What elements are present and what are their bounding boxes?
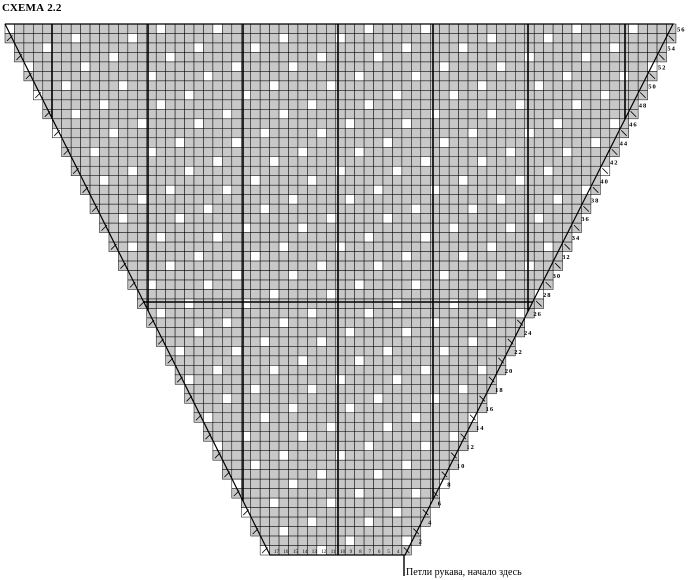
row-label: 18 [495,387,504,394]
row-label: 26 [533,311,542,318]
decrease-mark-right [620,130,627,137]
stitch-label: 4 [397,550,400,555]
row-label: 32 [562,254,571,261]
stitch-label: 17 [274,550,280,555]
decrease-mark-right [460,433,467,440]
row-label: 20 [505,368,514,375]
row-label: 50 [648,84,657,91]
decrease-mark-right [592,186,599,193]
decrease-mark-right [422,509,429,516]
stitch-label: 8 [359,550,362,555]
decrease-mark-right [630,111,637,118]
decrease-mark-right [545,281,552,288]
row-label: 30 [553,273,562,280]
stitch-label: 14 [302,550,308,555]
row-label: 24 [524,330,533,337]
row-label: 40 [600,178,609,185]
start-note: Петли рукава, начало здесь [406,567,522,578]
chart-title: СХЕМА 2.2 [2,2,62,14]
row-label: 22 [514,349,523,356]
row-label: 48 [639,102,648,109]
decrease-mark-right [649,73,656,80]
stitch-label: 15 [293,550,299,555]
stitch-label: 11 [331,550,336,555]
row-label: 46 [629,121,638,128]
decrease-mark-right [535,300,542,307]
decrease-mark-right [658,54,665,61]
decrease-mark-right [488,376,495,383]
row-label: 36 [581,216,590,223]
stitch-label: 13 [312,550,318,555]
decrease-mark-right [554,262,561,269]
row-label: 14 [476,425,485,432]
stitch-label: 6 [378,550,381,555]
row-label: 8 [447,482,451,489]
row-label: 54 [667,46,676,53]
row-label: 10 [457,463,466,470]
stitch-label: 16 [283,550,289,555]
row-label: 4 [428,520,432,527]
row-label: 12 [466,444,475,451]
row-label: 6 [438,501,442,508]
stitch-label: 9 [350,550,353,555]
decrease-mark-right [639,92,646,99]
row-label: 42 [610,159,619,166]
chart-outline [4,23,674,556]
row-label: 44 [620,140,629,147]
row-label: 28 [543,292,552,299]
decrease-mark-right [479,395,486,402]
row-label: 2 [419,539,423,546]
decrease-mark-right [573,224,580,231]
row-label: 56 [677,27,686,34]
chart-cells [4,23,677,556]
decrease-mark-right [403,547,410,554]
row-label: 38 [591,197,600,204]
stitch-label: 5 [387,550,390,555]
decrease-mark-right [450,452,457,459]
decrease-mark-right [469,414,476,421]
decrease-mark-right [583,205,590,212]
decrease-mark-right [441,471,448,478]
stitch-label: 10 [340,550,346,555]
decrease-mark-right [413,528,420,535]
stitch-label: 7 [369,550,372,555]
decrease-mark-right [498,357,505,364]
stitch-label: 12 [321,550,327,555]
row-label: 34 [572,235,581,242]
decrease-mark-right [668,35,675,42]
decrease-mark-right [564,243,571,250]
decrease-mark-right [611,148,618,156]
row-label: 16 [486,406,495,413]
decrease-mark-right [602,167,609,174]
row-label: 52 [658,65,667,72]
